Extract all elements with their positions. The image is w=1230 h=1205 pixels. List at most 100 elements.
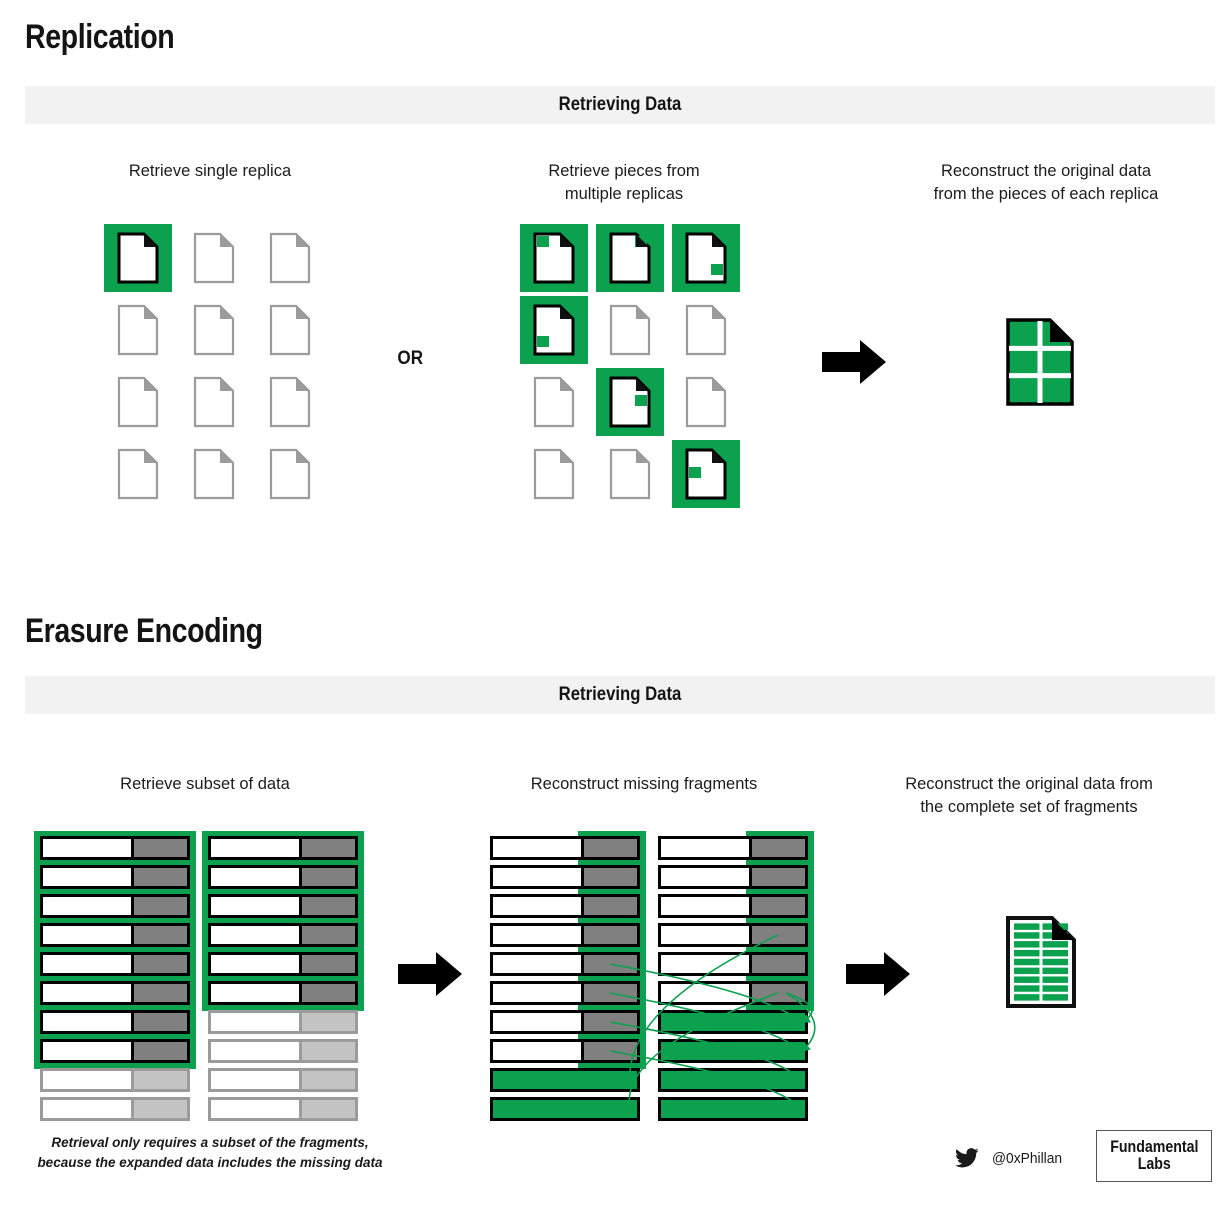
document-icon bbox=[533, 232, 575, 284]
replica-doc-dim bbox=[100, 294, 176, 366]
fragment-parity bbox=[302, 1039, 358, 1063]
replica-doc-dim bbox=[668, 366, 744, 438]
document-icon bbox=[685, 448, 727, 500]
replica-piece-highlighted bbox=[668, 438, 744, 510]
reconstructed-document-erasure bbox=[1006, 916, 1076, 1013]
fragment-body bbox=[208, 952, 302, 976]
fragment-body bbox=[658, 923, 752, 947]
arrow-shaft bbox=[822, 352, 862, 372]
document-icon bbox=[533, 304, 575, 356]
arrow-right-icon-replication bbox=[822, 340, 888, 384]
fragment-bar-reconstructed bbox=[658, 1010, 808, 1034]
fragment-body bbox=[40, 1097, 134, 1121]
fragment-bar-present bbox=[490, 981, 640, 1005]
caption-retrieve-subset: Retrieve subset of data bbox=[120, 775, 290, 793]
replica-piece-highlighted bbox=[592, 222, 668, 294]
fragment-bar-retrieved bbox=[40, 952, 190, 976]
fragment-parity bbox=[302, 952, 358, 976]
replication-section-title: Replication bbox=[25, 18, 175, 56]
replica-doc-dim bbox=[176, 438, 252, 510]
fragment-body bbox=[40, 923, 134, 947]
replication-band-label: Retrieving Data bbox=[558, 94, 682, 115]
arrow-shaft bbox=[846, 964, 886, 984]
fragment-body bbox=[658, 865, 752, 889]
fragment-parity bbox=[752, 1039, 808, 1063]
replica-doc-dim bbox=[252, 366, 328, 438]
fragment-body bbox=[208, 1039, 302, 1063]
fragment-bar-missing bbox=[40, 1068, 190, 1092]
caption-reconstruct-missing: Reconstruct missing fragments bbox=[530, 775, 758, 793]
fragment-parity bbox=[302, 981, 358, 1005]
document-icon bbox=[193, 232, 235, 284]
reconstructed-doc-svg bbox=[1006, 916, 1076, 1008]
fragment-parity bbox=[584, 1039, 640, 1063]
arrow-shaft bbox=[398, 964, 438, 984]
replica-piece-highlighted bbox=[668, 222, 744, 294]
replica-doc-dim bbox=[100, 438, 176, 510]
erasure-footnote: Retrieval only requires a subset of the … bbox=[37, 1135, 383, 1170]
fragment-body bbox=[490, 865, 584, 889]
fragment-parity bbox=[302, 923, 358, 947]
fragment-body bbox=[490, 1039, 584, 1063]
fragment-body bbox=[658, 1068, 752, 1092]
erasure-band: Retrieving Data bbox=[25, 676, 1215, 714]
fragment-bar-present bbox=[658, 923, 808, 947]
replica-doc-dim bbox=[252, 222, 328, 294]
fragment-panel-retrieved bbox=[34, 831, 380, 1128]
fragment-bar-present bbox=[658, 952, 808, 976]
fragment-body bbox=[490, 836, 584, 860]
fragment-body bbox=[40, 981, 134, 1005]
arrow-head bbox=[860, 340, 886, 384]
replica-doc-dim bbox=[252, 438, 328, 510]
fragment-body bbox=[208, 865, 302, 889]
fragment-bar-missing bbox=[208, 1068, 358, 1092]
fragment-parity bbox=[752, 1010, 808, 1034]
twitter-credit[interactable]: @0xPhillan bbox=[955, 1148, 1065, 1168]
replica-doc-dim bbox=[516, 366, 592, 438]
fragment-parity bbox=[134, 981, 190, 1005]
fragment-bar-present bbox=[658, 894, 808, 918]
document-icon bbox=[609, 232, 651, 284]
replica-grid-single bbox=[100, 222, 328, 510]
fragment-parity bbox=[752, 981, 808, 1005]
document-icon bbox=[117, 304, 159, 356]
document-icon bbox=[269, 376, 311, 428]
fragment-body bbox=[208, 981, 302, 1005]
fragment-parity bbox=[134, 894, 190, 918]
fragment-parity bbox=[134, 1039, 190, 1063]
caption-retrieve-pieces: Retrieve pieces from multiple replicas bbox=[548, 162, 700, 204]
fragment-bar-missing bbox=[208, 1039, 358, 1063]
fragment-bar-retrieved bbox=[208, 981, 358, 1005]
fragment-body bbox=[208, 894, 302, 918]
fragment-body bbox=[208, 1068, 302, 1092]
fragment-body bbox=[490, 952, 584, 976]
arrow-right-icon-erasure-2 bbox=[846, 952, 912, 996]
replica-doc-dim bbox=[176, 294, 252, 366]
replica-doc-dim bbox=[592, 438, 668, 510]
document-icon bbox=[685, 376, 727, 428]
fragment-bar-present bbox=[658, 836, 808, 860]
document-icon bbox=[685, 304, 727, 356]
fragment-parity bbox=[134, 923, 190, 947]
fragment-parity bbox=[302, 1010, 358, 1034]
fragment-body bbox=[40, 865, 134, 889]
twitter-handle: @0xPhillan bbox=[992, 1149, 1063, 1167]
or-label: OR bbox=[397, 348, 424, 369]
fragment-bar-present bbox=[490, 1010, 640, 1034]
document-icon bbox=[269, 304, 311, 356]
fragment-bar-present bbox=[490, 894, 640, 918]
fragment-parity bbox=[584, 894, 640, 918]
fragment-body bbox=[658, 894, 752, 918]
fragment-body bbox=[40, 952, 134, 976]
fragment-parity bbox=[134, 1097, 190, 1121]
fragment-bar-present bbox=[658, 865, 808, 889]
document-icon bbox=[609, 304, 651, 356]
fragment-bar-retrieved bbox=[40, 1010, 190, 1034]
fragment-parity bbox=[302, 865, 358, 889]
fragment-parity bbox=[134, 952, 190, 976]
fragment-parity bbox=[752, 1097, 808, 1121]
fragment-body bbox=[658, 952, 752, 976]
fragment-bar-reconstructed bbox=[490, 1097, 640, 1121]
fragment-body bbox=[658, 836, 752, 860]
